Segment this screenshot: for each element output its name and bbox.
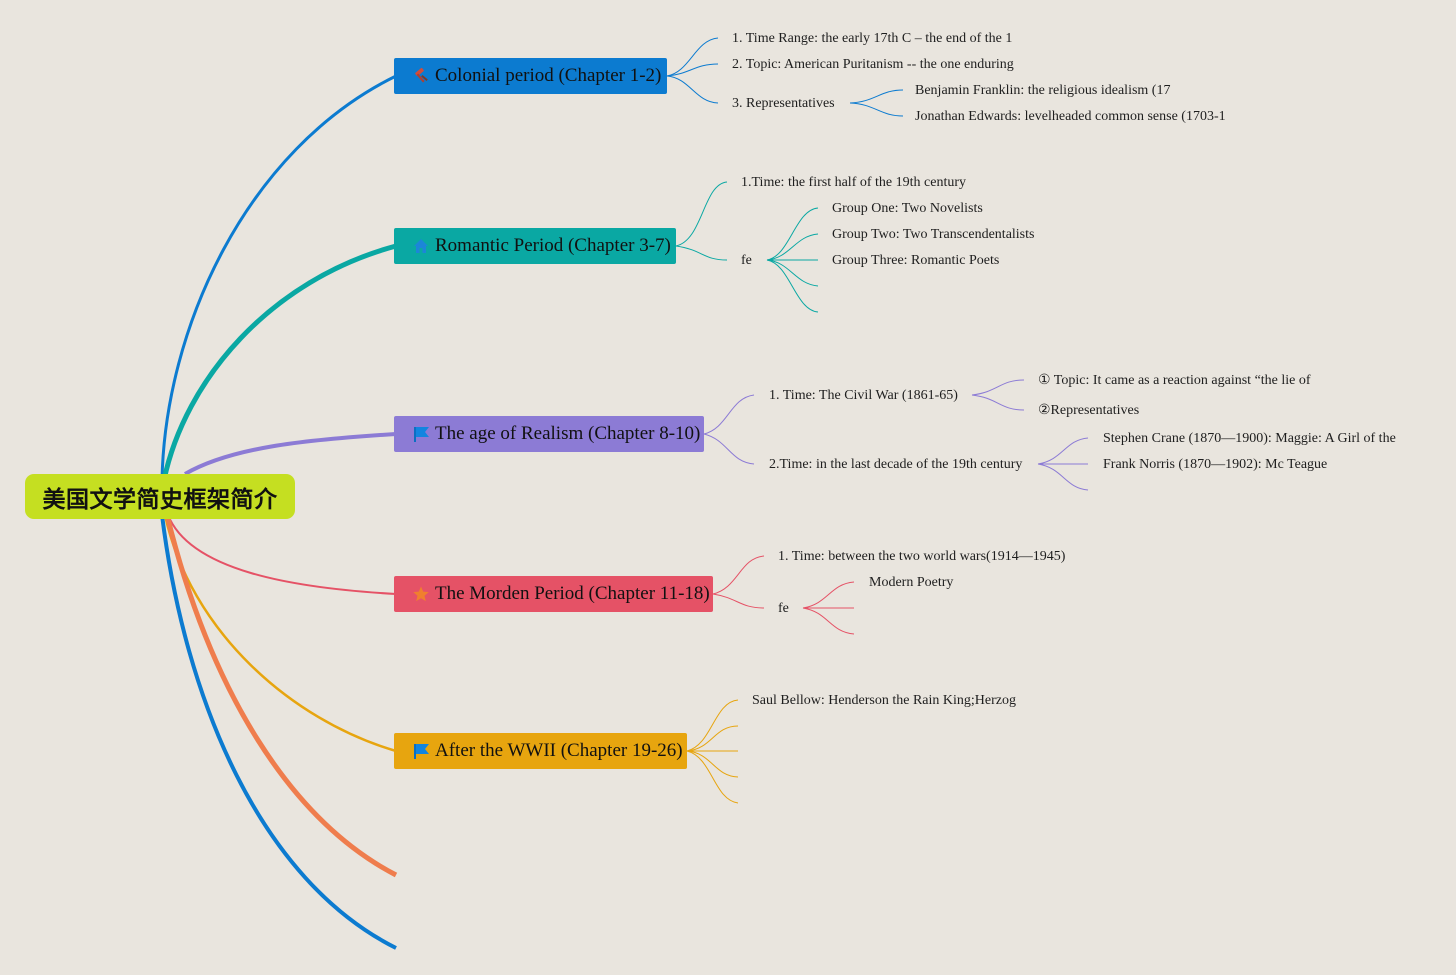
root-connector-romantic bbox=[161, 243, 397, 481]
root-connector-realism bbox=[184, 432, 397, 476]
colonial-child-connectors bbox=[666, 37, 904, 117]
branch-age-of-realism[interactable]: The age of Realism (Chapter 8-10) bbox=[394, 416, 704, 452]
branch-label: The age of Realism (Chapter 8-10) bbox=[435, 423, 701, 444]
realism-civil-war-time[interactable]: 1. Time: The Civil War (1861-65) bbox=[769, 388, 958, 403]
modern-fe-node[interactable]: fe bbox=[778, 601, 789, 616]
branch-morden-period[interactable]: The Morden Period (Chapter 11-18) bbox=[394, 576, 713, 612]
branch-label: After the WWII (Chapter 19-26) bbox=[435, 740, 683, 761]
representative-franklin[interactable]: Benjamin Franklin: the religious idealis… bbox=[915, 83, 1171, 98]
colonial-time-range[interactable]: 1. Time Range: the early 17th C – the en… bbox=[732, 31, 1013, 46]
romantic-fe-node[interactable]: fe bbox=[741, 253, 752, 268]
representative-edwards[interactable]: Jonathan Edwards: levelheaded common sen… bbox=[915, 109, 1226, 124]
home-icon bbox=[412, 237, 430, 255]
realism-stephen-crane[interactable]: Stephen Crane (1870—1900): Maggie: A Gir… bbox=[1103, 431, 1396, 446]
realism-topic[interactable]: ① Topic: It came as a reaction against “… bbox=[1038, 373, 1311, 388]
flag-icon bbox=[412, 425, 430, 443]
branch-label: Colonial period (Chapter 1-2) bbox=[435, 65, 662, 86]
colonial-topic[interactable]: 2. Topic: American Puritanism -- the one… bbox=[732, 57, 1014, 72]
flag-icon bbox=[412, 742, 430, 760]
root-connector-colonial bbox=[160, 74, 397, 481]
modern-child-connectors bbox=[712, 555, 855, 635]
romantic-group-one[interactable]: Group One: Two Novelists bbox=[832, 201, 983, 216]
realism-last-decade-time[interactable]: 2.Time: in the last decade of the 19th c… bbox=[769, 457, 1023, 472]
root-connector-modern bbox=[167, 514, 397, 595]
postwar-child-connectors bbox=[686, 699, 739, 804]
branch-romantic-period[interactable]: Romantic Period (Chapter 3-7) bbox=[394, 228, 676, 264]
root-connector-extra-blue bbox=[160, 514, 397, 950]
root-connector-extra-orange bbox=[164, 514, 398, 878]
branch-label: Romantic Period (Chapter 3-7) bbox=[435, 235, 671, 256]
hammer-icon bbox=[412, 67, 430, 85]
romantic-group-two[interactable]: Group Two: Two Transcendentalists bbox=[832, 227, 1035, 242]
realism-frank-norris[interactable]: Frank Norris (1870—1902): Mc Teague bbox=[1103, 457, 1328, 472]
romantic-time[interactable]: 1.Time: the first half of the 19th centu… bbox=[741, 175, 966, 190]
branch-label: The Morden Period (Chapter 11-18) bbox=[435, 583, 710, 604]
modern-poetry[interactable]: Modern Poetry bbox=[869, 575, 954, 590]
star-icon bbox=[412, 585, 430, 603]
colonial-representatives[interactable]: 3. Representatives bbox=[732, 96, 835, 111]
realism-child-connectors bbox=[703, 379, 1089, 491]
postwar-saul-bellow[interactable]: Saul Bellow: Henderson the Rain King;Her… bbox=[752, 693, 1017, 708]
modern-time[interactable]: 1. Time: between the two world wars(1914… bbox=[778, 549, 1066, 564]
central-topic[interactable]: 美国文学简史框架简介 bbox=[25, 474, 295, 519]
realism-representatives[interactable]: ②Representatives bbox=[1038, 403, 1140, 418]
romantic-group-three[interactable]: Group Three: Romantic Poets bbox=[832, 253, 1000, 268]
branch-colonial-period[interactable]: Colonial period (Chapter 1-2) bbox=[394, 58, 667, 94]
branch-after-wwii[interactable]: After the WWII (Chapter 19-26) bbox=[394, 733, 687, 769]
romantic-child-connectors bbox=[675, 181, 819, 313]
